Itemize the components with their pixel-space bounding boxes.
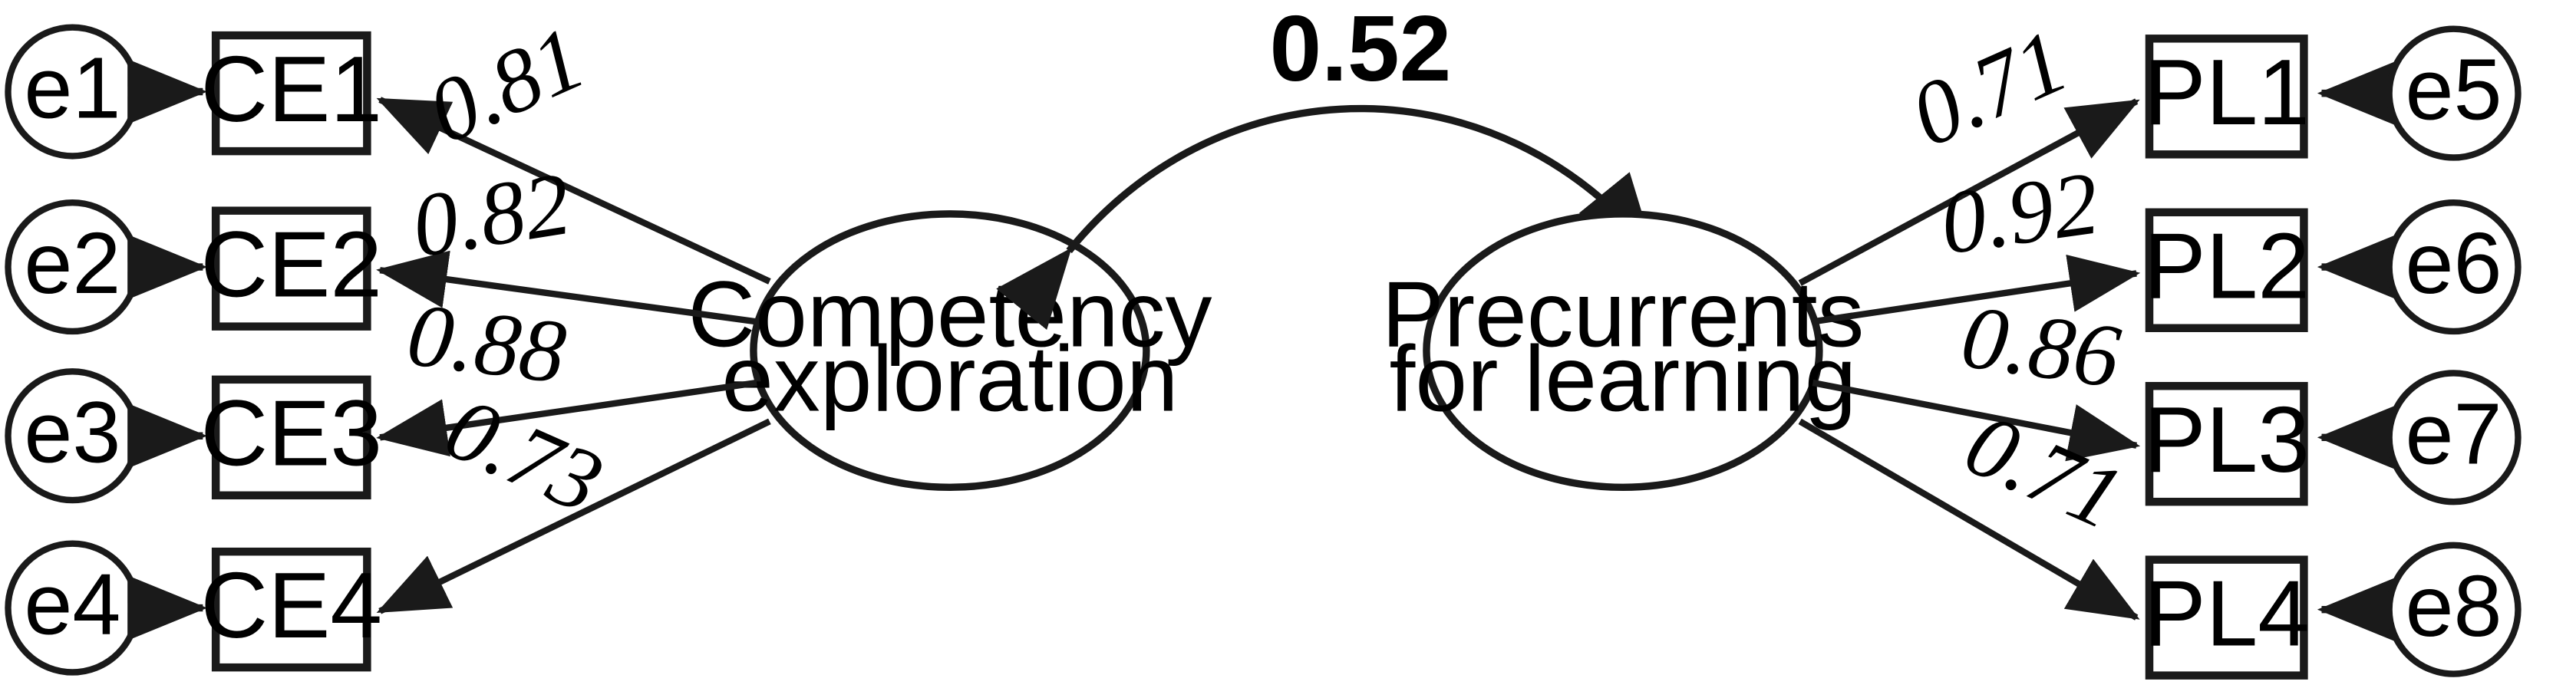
right-indicator-group: PL1 PL2 PL3 PL4 (2143, 35, 2310, 680)
left-loading-arrows (376, 97, 771, 614)
left-indicator-group: CE1 CE2 CE3 CE4 (200, 31, 382, 672)
error-circle-e8 (2386, 542, 2522, 677)
indicator-box-pl4 (2145, 555, 2308, 680)
indicator-box-ce1 (211, 31, 371, 156)
error-label-e2: e2 (24, 215, 120, 312)
path-ce-to-ce3 (376, 379, 757, 457)
latent-label-precurrents-line2: for learning (1390, 326, 1857, 430)
error-label-e3: e3 (24, 384, 120, 481)
latent-node-competency-exploration: Competency exploration (688, 210, 1212, 492)
covariance-label: 0.52 (1270, 0, 1452, 100)
indicator-node-ce2: CE2 (200, 206, 382, 331)
error-node-e2: e2 (5, 199, 140, 335)
indicator-label-ce4: CE4 (200, 553, 382, 657)
loading-label-pl2: 0.92 (1934, 153, 2105, 273)
error-label-e1: e1 (24, 40, 120, 137)
indicator-box-ce2 (211, 206, 371, 331)
error-label-e5: e5 (2406, 41, 2502, 139)
indicator-node-pl1: PL1 (2143, 35, 2310, 159)
indicator-node-pl4: PL4 (2143, 555, 2310, 680)
error-node-e1: e1 (5, 24, 140, 160)
path-ce-to-ce1 (376, 97, 771, 285)
indicator-label-pl4: PL4 (2143, 561, 2310, 666)
right-error-arrows (2317, 61, 2397, 643)
indicator-node-ce3: CE3 (200, 375, 382, 500)
error-circle-e5 (2386, 25, 2522, 161)
path-pl-to-pl2 (1812, 254, 2141, 325)
indicator-box-ce3 (211, 375, 371, 500)
loading-label-ce2: 0.82 (405, 153, 576, 276)
error-node-e7: e7 (2386, 370, 2522, 505)
left-error-group: e1 e2 e3 e4 (5, 24, 140, 676)
left-error-arrows (127, 59, 208, 641)
latent-ellipse-precurrents-for-learning (1423, 210, 1823, 492)
loading-label-ce3: 0.88 (402, 285, 571, 403)
indicator-box-pl1 (2145, 35, 2308, 159)
indicator-label-pl1: PL1 (2143, 40, 2310, 144)
indicator-label-ce3: CE3 (200, 381, 382, 486)
indicator-label-pl2: PL2 (2143, 214, 2310, 318)
indicator-box-pl3 (2145, 381, 2308, 506)
path-ce-to-ce2 (376, 250, 757, 325)
latent-label-competency-line2: exploration (721, 326, 1178, 430)
error-node-e8: e8 (2386, 542, 2522, 677)
indicator-node-pl2: PL2 (2143, 208, 2310, 332)
latent-label-precurrents-line1: Precurrents (1381, 262, 1864, 367)
loading-label-ce1: 0.81 (414, 8, 599, 163)
indicator-label-pl3: PL3 (2143, 387, 2310, 492)
loading-label-pl3: 0.86 (1956, 286, 2126, 407)
covariance-arc (996, 104, 1655, 330)
indicator-label-ce1: CE1 (200, 37, 382, 141)
covariance-arc-group: 0.52 (996, 0, 1655, 330)
indicator-node-pl3: PL3 (2143, 381, 2310, 506)
error-node-e5: e5 (2386, 25, 2522, 161)
error-node-e3: e3 (5, 368, 140, 504)
error-node-e4: e4 (5, 540, 140, 676)
path-pl-to-pl3 (1812, 379, 2141, 462)
error-circle-e6 (2386, 199, 2522, 335)
latent-node-precurrents-for-learning: Precurrents for learning (1381, 210, 1864, 492)
right-error-group: e5 e6 e7 e8 (2386, 25, 2522, 677)
error-node-e6: e6 (2386, 199, 2522, 335)
indicator-node-ce1: CE1 (200, 31, 382, 156)
indicator-node-ce4: CE4 (200, 547, 382, 672)
error-label-e7: e7 (2406, 385, 2502, 482)
indicator-box-ce4 (211, 547, 371, 672)
path-ce-to-ce4 (376, 418, 771, 614)
error-label-e6: e6 (2406, 215, 2502, 312)
path-pl-to-pl4 (1798, 418, 2140, 621)
error-circle-e7 (2386, 370, 2522, 505)
right-loading-arrows (1798, 98, 2141, 621)
indicator-box-pl2 (2145, 208, 2308, 332)
left-loading-labels: 0.81 0.82 0.88 0.73 (402, 8, 616, 533)
error-label-e4: e4 (24, 556, 120, 654)
indicator-label-ce2: CE2 (200, 212, 382, 317)
path-pl-to-pl1 (1798, 98, 2140, 286)
error-label-e8: e8 (2406, 558, 2502, 655)
